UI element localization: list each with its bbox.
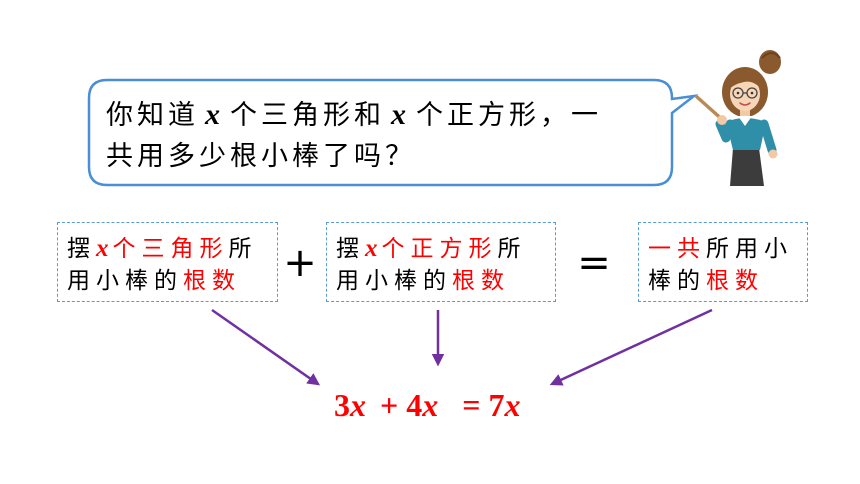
speech-bubble-line-2: 共用多少根小棒了吗？ (106, 141, 416, 172)
teacher-right-hand (768, 149, 778, 159)
equals-operator: = (577, 240, 611, 286)
equation-term: 7x (488, 384, 520, 426)
equation-term: 4x (406, 384, 438, 426)
box-text-segment: 摆 (67, 236, 96, 262)
box-text-segment: 根数 (706, 268, 764, 294)
teacher-left-eye (736, 91, 740, 95)
box-line-2: 用小棒的根数 (336, 265, 555, 297)
bubble-text-segment: 个正方形，一 (416, 100, 602, 131)
teacher-collar (738, 116, 752, 126)
box-text-segment: 用小棒的 (67, 268, 183, 294)
equation: 3x + 4x = 7x (334, 384, 520, 426)
equation-coefficient: 7 (488, 387, 505, 423)
teacher-right-arm (759, 119, 777, 155)
variable-x: x (365, 235, 378, 262)
teacher-right-eye (750, 91, 754, 95)
equation-equals: = (462, 387, 481, 423)
teacher-ponytail-shade (761, 52, 781, 59)
box-text-segment: 用小棒的 (336, 268, 452, 294)
variable-x: x (96, 235, 109, 262)
teacher-smile (739, 102, 751, 106)
variable-x: x (422, 387, 439, 423)
box-text-segment: 所 (497, 236, 527, 262)
box-text-segment: 根数 (452, 268, 510, 294)
variable-x: x (205, 98, 220, 131)
equation-coefficient: 3 (334, 387, 350, 423)
teacher-neck (740, 108, 750, 118)
variable-x: x (391, 98, 406, 131)
teacher-face (730, 77, 760, 111)
box-text-segment: 根数 (183, 268, 241, 294)
bubble-text-segment: 你知道 (106, 100, 199, 131)
equation-term: 3x (334, 384, 366, 426)
speech-bubble-outline (87, 78, 699, 187)
bubble-text-segment: 个三角形和 (230, 100, 385, 131)
arrow-total-to-term (549, 308, 713, 386)
variable-x: x (350, 387, 366, 423)
box-line-1: 一共所用小 (648, 233, 807, 265)
total-sticks-box: 一共所用小 棒的根数 (638, 222, 808, 302)
equation-coefficient: 4 (406, 387, 423, 423)
equation-plus: + (380, 387, 399, 423)
teacher-left-arm (715, 119, 735, 143)
teacher-left-hand (717, 115, 727, 125)
teacher-skirt (730, 148, 764, 186)
box-text-segment: 棒的 (648, 268, 706, 294)
plus-operator: + (283, 240, 317, 286)
teacher-bangs (728, 72, 762, 90)
box-line-2: 棒的根数 (648, 265, 807, 297)
box-text-segment: 个正方形 (381, 236, 498, 262)
teacher-shirt (726, 118, 766, 150)
box-text-segment: 所 (228, 236, 258, 262)
box-text-segment: 一共 (648, 236, 706, 262)
arrow-triangle-to-term (211, 308, 321, 386)
box-text-segment: 摆 (336, 236, 365, 262)
variable-x: x (504, 387, 521, 423)
box-text-segment: 个三角形 (112, 236, 229, 262)
box-line-2: 用小棒的根数 (67, 265, 277, 297)
teacher-with-pointer-icon (695, 50, 781, 186)
box-text-segment: 所用小 (706, 236, 793, 262)
